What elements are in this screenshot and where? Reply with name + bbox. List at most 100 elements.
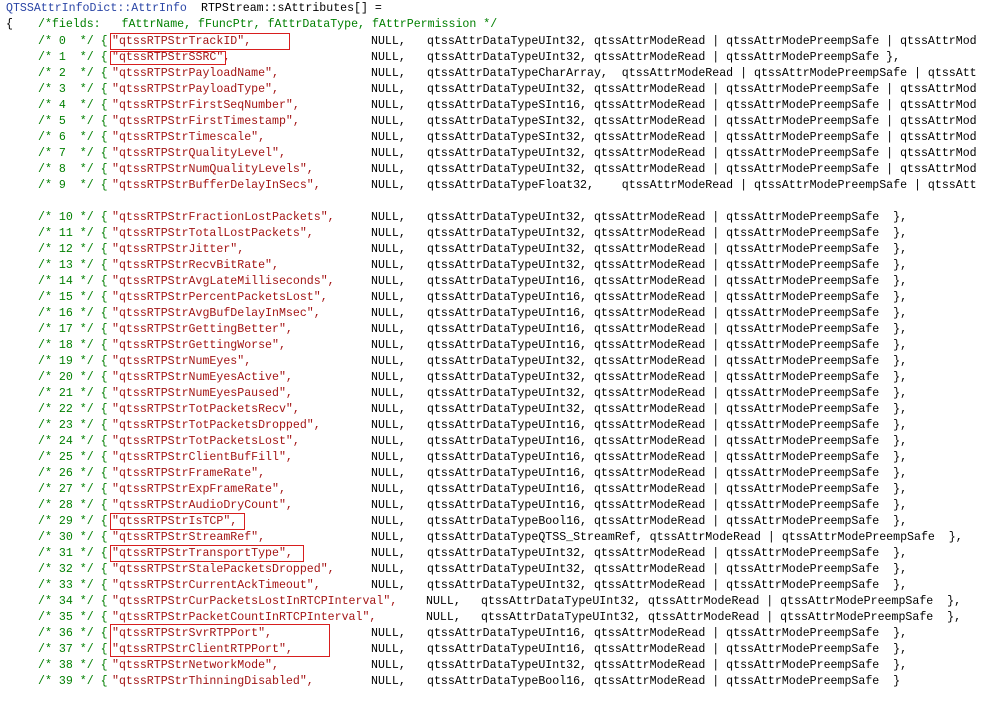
func-ptr-null: NULL,	[371, 355, 406, 368]
func-ptr-null: NULL,	[371, 499, 406, 512]
attr-name-string: "qtssRTPStrIsTCP",	[112, 515, 238, 528]
attr-name-string: "qtssRTPStrAvgBufDelayInMsec",	[112, 307, 321, 320]
row-index-comment: /* 1 */ {	[38, 51, 108, 64]
attr-type-permission: qtssAttrDataTypeUInt32, qtssAttrModeRead…	[427, 211, 908, 224]
attr-name-string: "qtssRTPStrNumEyesActive",	[112, 371, 293, 384]
func-ptr-null: NULL,	[371, 451, 406, 464]
func-ptr-null: NULL,	[371, 163, 406, 176]
func-ptr-null: NULL,	[371, 403, 406, 416]
row-index-comment: /* 28 */ {	[38, 499, 108, 512]
attr-name-string: "qtssRTPStrTotPacketsDropped",	[112, 419, 321, 432]
attr-type-permission: qtssAttrDataTypeFloat32, qtssAttrModeRea…	[427, 179, 977, 192]
attr-name-string: "qtssRTPStrGettingWorse",	[112, 339, 286, 352]
func-ptr-null: NULL,	[371, 419, 406, 432]
attr-name-string: "qtssRTPStrStalePacketsDropped",	[112, 563, 335, 576]
row-index-comment: /* 13 */ {	[38, 259, 108, 272]
attr-type-permission: qtssAttrDataTypeUInt16, qtssAttrModeRead…	[427, 307, 908, 320]
func-ptr-null: NULL,	[371, 275, 406, 288]
func-ptr-null: NULL,	[371, 483, 406, 496]
func-ptr-null: NULL,	[371, 307, 406, 320]
attr-type-permission: qtssAttrDataTypeUInt32, qtssAttrModeRead…	[427, 35, 977, 48]
attr-name-string: "qtssRTPStrNumQualityLevels",	[112, 163, 314, 176]
func-ptr-null: NULL,	[371, 67, 406, 80]
func-ptr-null: NULL,	[426, 595, 461, 608]
func-ptr-null: NULL,	[371, 147, 406, 160]
attr-type-permission: qtssAttrDataTypeUInt16, qtssAttrModeRead…	[427, 435, 908, 448]
attr-name-string: "qtssRTPStrThinningDisabled",	[112, 675, 314, 688]
row-index-comment: /* 31 */ {	[38, 547, 108, 560]
row-index-comment: /* 0 */ {	[38, 35, 108, 48]
func-ptr-null: NULL,	[371, 643, 406, 656]
attr-name-string: "qtssRTPStrPacketCountInRTCPInterval",	[112, 611, 377, 624]
attr-name-string: "qtssRTPStrFrameRate",	[112, 467, 266, 480]
row-index-comment: /* 16 */ {	[38, 307, 108, 320]
attr-type-permission: qtssAttrDataTypeBool16, qtssAttrModeRead…	[427, 515, 908, 528]
func-ptr-null: NULL,	[371, 259, 406, 272]
attr-type-permission: qtssAttrDataTypeUInt32, qtssAttrModeRead…	[427, 563, 908, 576]
row-index-comment: /* 39 */ {	[38, 675, 108, 688]
attr-name-string: "qtssRTPStrPercentPacketsLost",	[112, 291, 328, 304]
attr-name-string: "qtssRTPStrPayloadName",	[112, 67, 279, 80]
attr-name-string: "qtssRTPStrNumEyes",	[112, 355, 252, 368]
attr-type-permission: qtssAttrDataTypeUInt32, qtssAttrModeRead…	[427, 259, 908, 272]
attr-name-string: "qtssRTPStrPayloadType",	[112, 83, 279, 96]
attr-type-permission: qtssAttrDataTypeUInt32, qtssAttrModeRead…	[427, 83, 977, 96]
attr-type-permission: qtssAttrDataTypeUInt16, qtssAttrModeRead…	[427, 643, 908, 656]
func-ptr-null: NULL,	[371, 291, 406, 304]
attr-type-permission: qtssAttrDataTypeUInt32, qtssAttrModeRead…	[427, 403, 908, 416]
attr-type-permission: qtssAttrDataTypeUInt32, qtssAttrModeRead…	[427, 51, 901, 64]
row-index-comment: /* 38 */ {	[38, 659, 108, 672]
row-index-comment: /* 11 */ {	[38, 227, 108, 240]
attr-name-string: "qtssRTPStrTransportType",	[112, 547, 293, 560]
attr-type-permission: qtssAttrDataTypeUInt16, qtssAttrModeRead…	[427, 323, 908, 336]
row-index-comment: /* 5 */ {	[38, 115, 108, 128]
row-index-comment: /* 34 */ {	[38, 595, 108, 608]
row-index-comment: /* 10 */ {	[38, 211, 108, 224]
func-ptr-null: NULL,	[371, 627, 406, 640]
attr-type-permission: qtssAttrDataTypeUInt32, qtssAttrModeRead…	[481, 595, 962, 608]
attr-name-string: "qtssRTPStrClientRTPPort",	[112, 643, 293, 656]
attr-name-string: "qtssRTPStrSvrRTPPort",	[112, 627, 273, 640]
attr-type-permission: qtssAttrDataTypeUInt32, qtssAttrModeRead…	[427, 147, 977, 160]
row-index-comment: /* 22 */ {	[38, 403, 108, 416]
attr-type-permission: qtssAttrDataTypeUInt32, qtssAttrModeRead…	[427, 659, 908, 672]
attr-name-string: "qtssRTPStrNetworkMode",	[112, 659, 279, 672]
attr-type-permission: qtssAttrDataTypeUInt32, qtssAttrModeRead…	[427, 579, 908, 592]
func-ptr-null: NULL,	[371, 339, 406, 352]
attr-type-permission: qtssAttrDataTypeUInt32, qtssAttrModeRead…	[427, 547, 908, 560]
row-index-comment: /* 18 */ {	[38, 339, 108, 352]
row-index-comment: /* 14 */ {	[38, 275, 108, 288]
attr-type-permission: qtssAttrDataTypeUInt32, qtssAttrModeRead…	[427, 387, 908, 400]
func-ptr-null: NULL,	[426, 611, 461, 624]
row-index-comment: /* 30 */ {	[38, 531, 108, 544]
attr-type-permission: qtssAttrDataTypeUInt16, qtssAttrModeRead…	[427, 291, 908, 304]
attr-type-permission: qtssAttrDataTypeQTSS_StreamRef, qtssAttr…	[427, 531, 963, 544]
row-index-comment: /* 8 */ {	[38, 163, 108, 176]
open-brace: {	[6, 18, 13, 31]
row-index-comment: /* 24 */ {	[38, 435, 108, 448]
row-index-comment: /* 23 */ {	[38, 419, 108, 432]
row-index-comment: /* 35 */ {	[38, 611, 108, 624]
fields-comment-line: { /*fields: fAttrName, fFuncPtr, fAttrDa…	[0, 17, 497, 33]
attr-type-permission: qtssAttrDataTypeUInt16, qtssAttrModeRead…	[427, 451, 908, 464]
attr-type-permission: qtssAttrDataTypeCharArray, qtssAttrModeR…	[427, 67, 977, 80]
attr-name-string: "qtssRTPStrExpFrameRate",	[112, 483, 286, 496]
attr-type-permission: qtssAttrDataTypeUInt16, qtssAttrModeRead…	[427, 499, 908, 512]
row-index-comment: /* 4 */ {	[38, 99, 108, 112]
func-ptr-null: NULL,	[371, 83, 406, 96]
variable-name: RTPStream::sAttributes[] =	[201, 2, 382, 15]
attr-type-permission: qtssAttrDataTypeUInt32, qtssAttrModeRead…	[481, 611, 962, 624]
func-ptr-null: NULL,	[371, 211, 406, 224]
attr-type-permission: qtssAttrDataTypeUInt16, qtssAttrModeRead…	[427, 419, 908, 432]
attr-type-permission: qtssAttrDataTypeUInt16, qtssAttrModeRead…	[427, 339, 908, 352]
attr-type-permission: qtssAttrDataTypeUInt16, qtssAttrModeRead…	[427, 275, 908, 288]
func-ptr-null: NULL,	[371, 515, 406, 528]
attr-name-string: "qtssRTPStrTotPacketsLost",	[112, 435, 300, 448]
row-index-comment: /* 21 */ {	[38, 387, 108, 400]
func-ptr-null: NULL,	[371, 659, 406, 672]
row-index-comment: /* 25 */ {	[38, 451, 108, 464]
attr-name-string: "qtssRTPStrStreamRef",	[112, 531, 266, 544]
header-line: QTSSAttrInfoDict::AttrInfo RTPStream::sA…	[0, 1, 382, 17]
attr-type-permission: qtssAttrDataTypeSInt32, qtssAttrModeRead…	[427, 131, 977, 144]
